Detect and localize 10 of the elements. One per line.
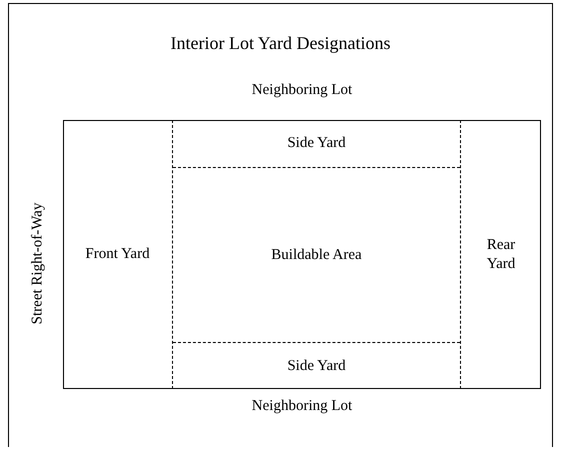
area-label: Side Yard [287, 356, 346, 376]
area-label: Buildable Area [271, 246, 362, 264]
lot-outline [63, 120, 541, 389]
area-label: Front Yard [85, 245, 150, 264]
diagram-title: Interior Lot Yard Designations [170, 33, 392, 54]
neighbor-label: Neighboring Lot [250, 81, 354, 100]
area-label: Rear Yard [486, 236, 516, 274]
neighbor-label: Neighboring Lot [250, 397, 354, 416]
area-label: Side Yard [287, 134, 346, 153]
street-label: Street Right-of-Way [28, 202, 46, 326]
